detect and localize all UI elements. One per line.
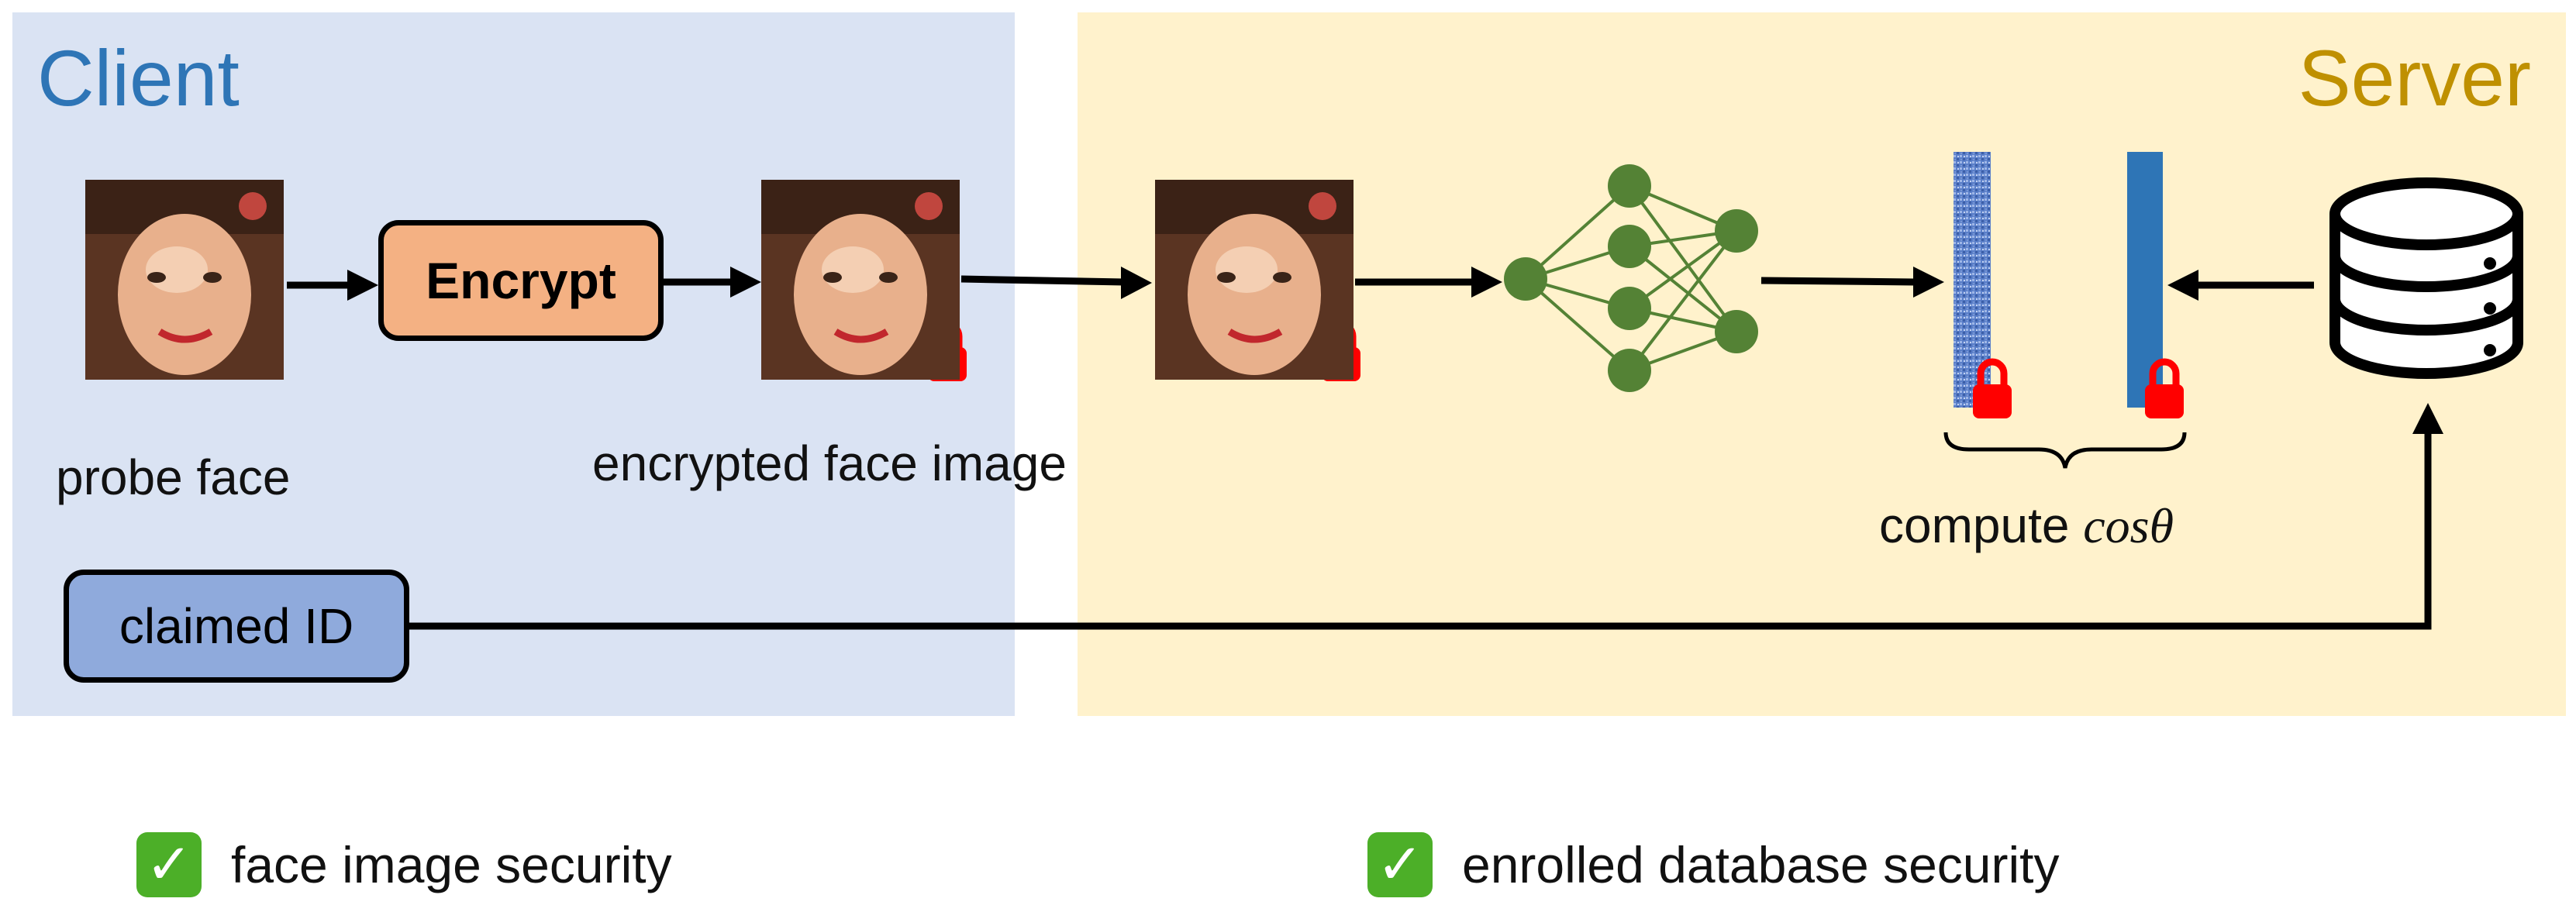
received-face-photo (1155, 180, 1354, 380)
encrypted-face-label: encrypted face image (592, 435, 1067, 491)
probe-face-label: probe face (56, 449, 291, 505)
claimed-id-box: claimed ID (64, 570, 409, 683)
arrow-network-to-vector (1760, 267, 1944, 298)
database-icon (2329, 177, 2523, 379)
legend-label: face image security (231, 836, 672, 893)
lock-icon (1973, 362, 2012, 418)
probe-face-photo (85, 180, 284, 380)
cos-theta: cosθ (2083, 498, 2174, 553)
arrow-probe-to-encrypt (287, 270, 378, 301)
encrypted-face-photo (761, 180, 960, 380)
encrypt-box: Encrypt (378, 220, 664, 341)
arrow-encrypt-to-encrypted (664, 267, 761, 298)
curly-brace (1943, 432, 2187, 469)
enrolled-feature-vector (2127, 152, 2163, 408)
arrow-claimed-id-to-database (409, 403, 2443, 630)
legend-label: enrolled database security (1462, 836, 2060, 893)
arrow-face-to-network (1355, 267, 1502, 298)
compute-text: compute (1879, 497, 2084, 553)
arrow-client-to-server (960, 267, 1152, 299)
neural-network-icon (1504, 164, 1758, 392)
compute-label: compute cosθ (1879, 501, 2174, 551)
check-icon: ✓ (136, 832, 202, 897)
arrow-database-to-vector (2167, 270, 2314, 301)
lock-icon (2145, 362, 2184, 418)
check-icon: ✓ (1367, 832, 1433, 897)
client-title: Client (37, 34, 240, 122)
legend-database-security: ✓ enrolled database security (1367, 832, 2059, 897)
server-title: Server (2298, 34, 2531, 122)
legend-face-image-security: ✓ face image security (136, 832, 672, 897)
